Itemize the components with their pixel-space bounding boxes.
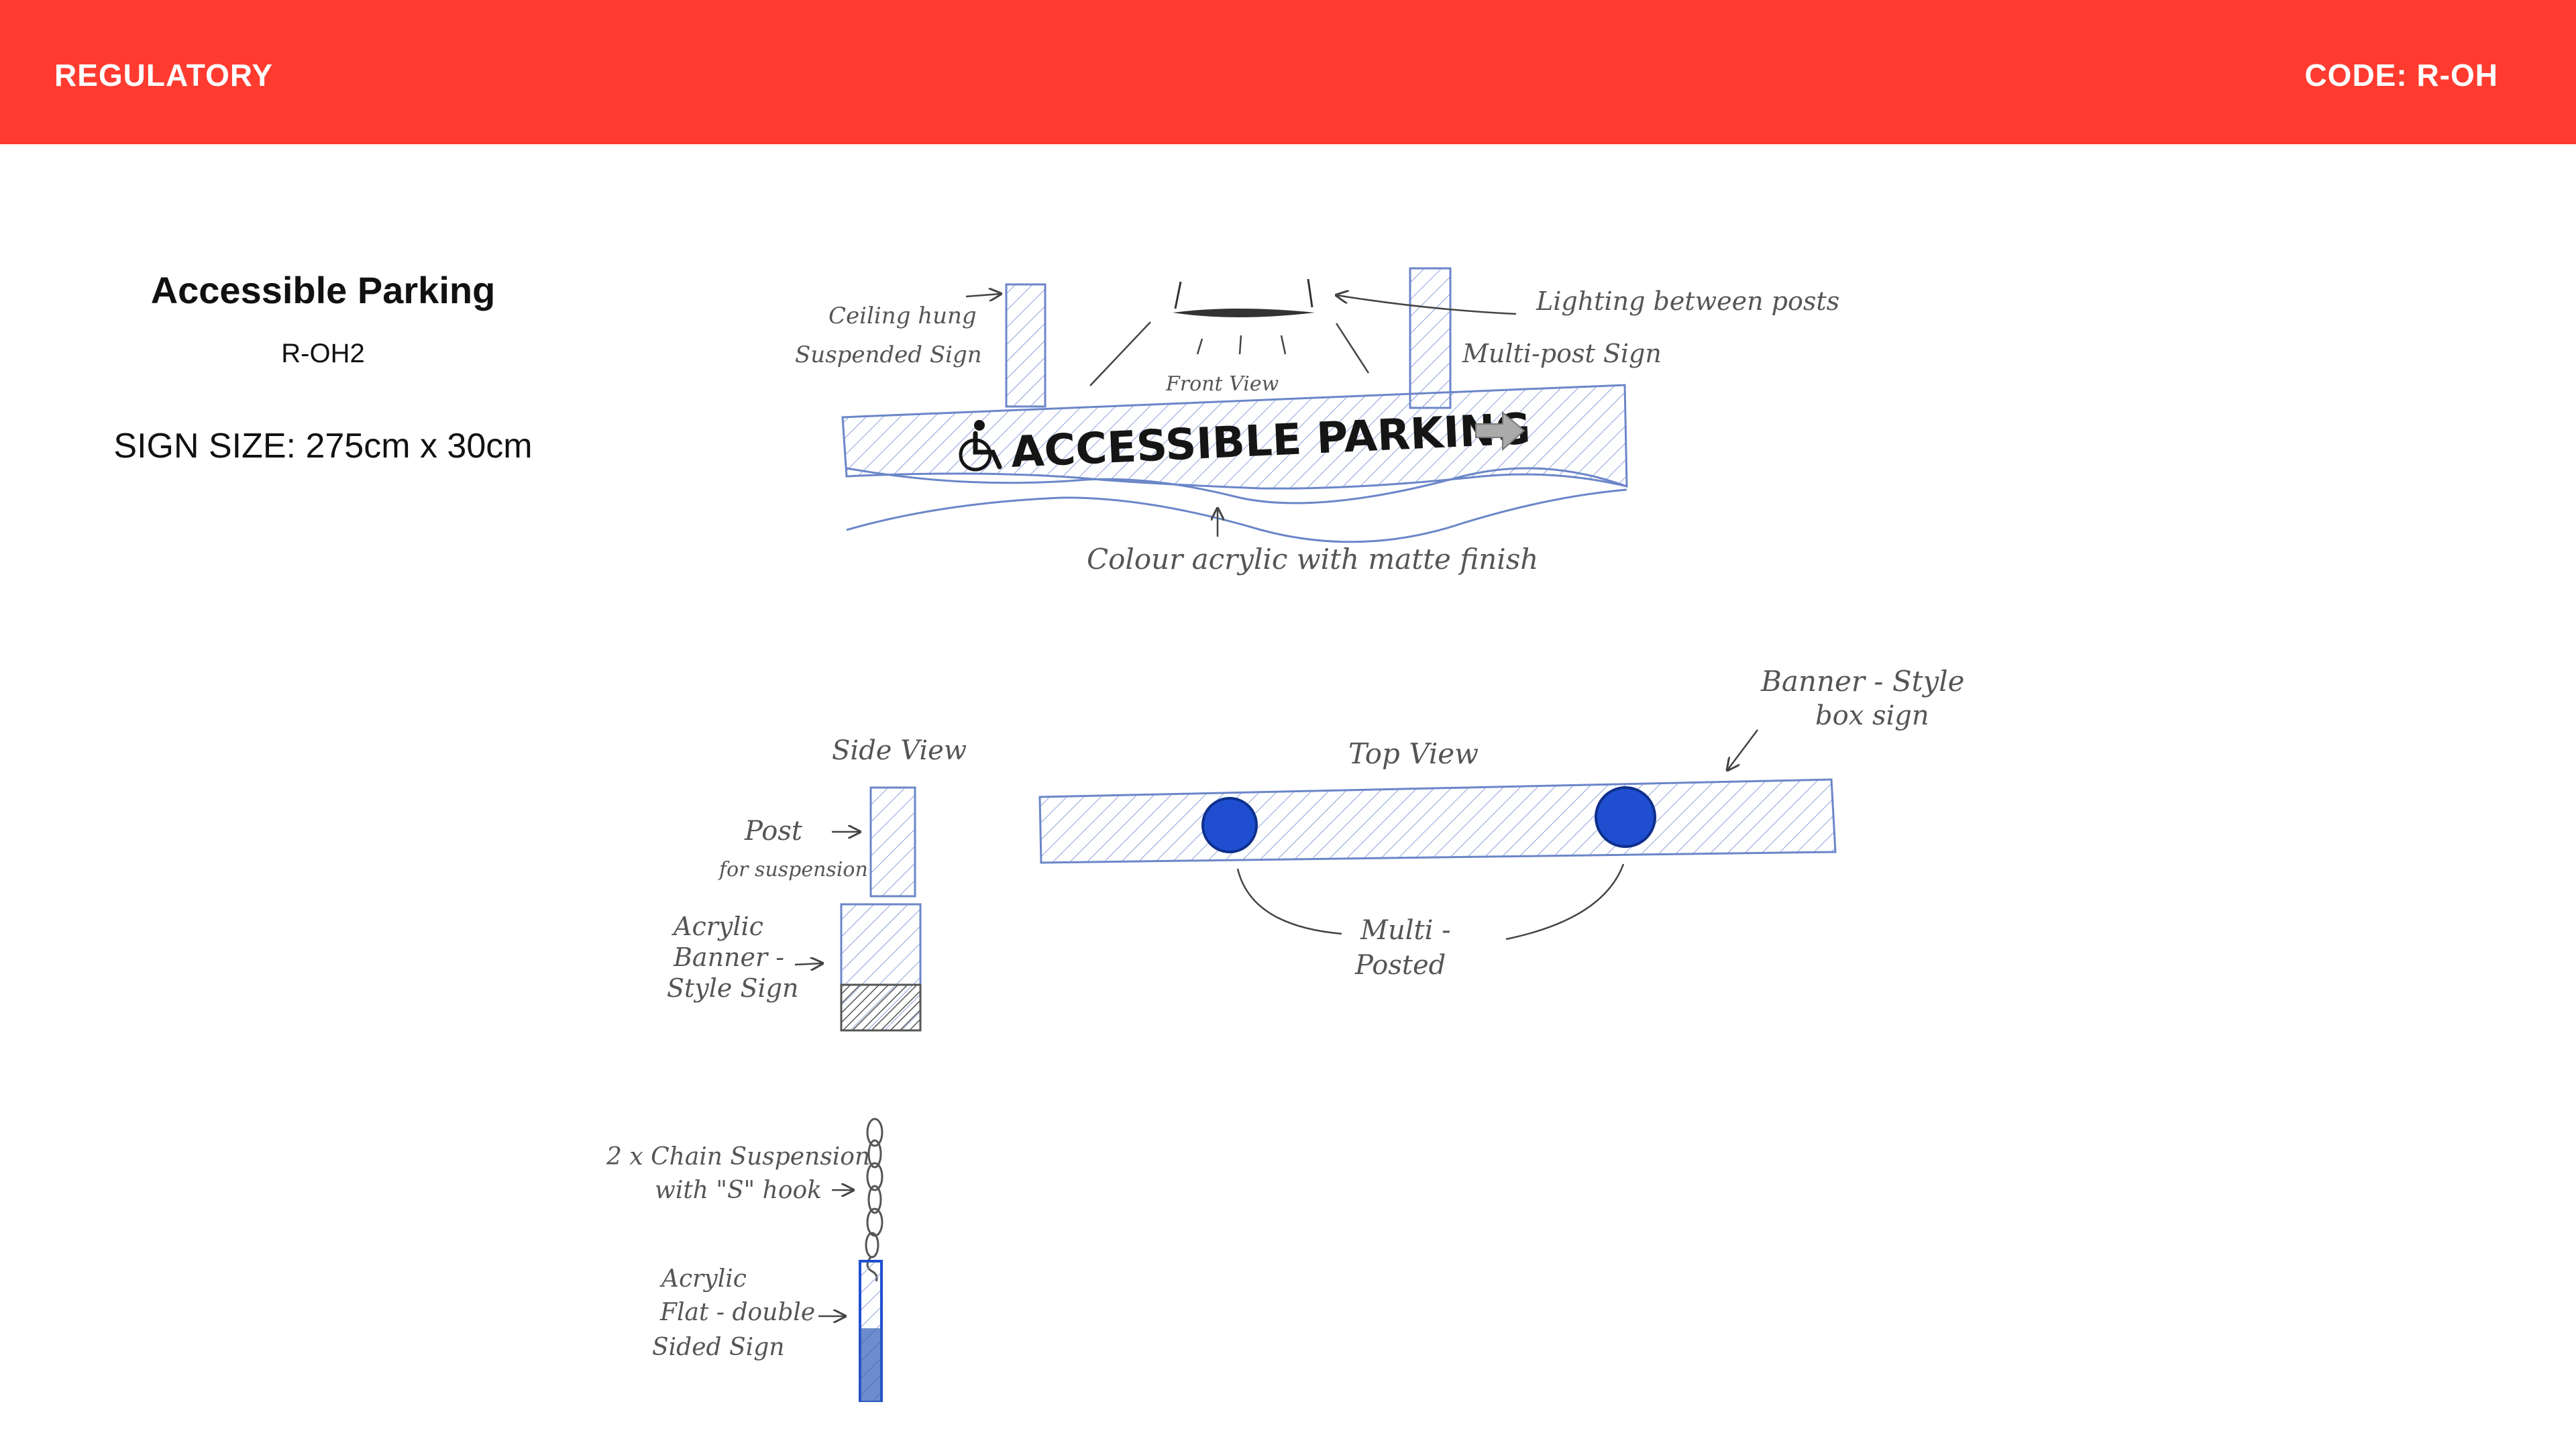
sign-id: R-OH2 bbox=[281, 339, 365, 368]
side-post bbox=[869, 786, 916, 898]
note-lighting: Lighting between posts bbox=[1536, 286, 1839, 316]
sign-code: CODE: R-OH bbox=[2304, 58, 2498, 93]
note-style-sign: Style Sign bbox=[667, 973, 798, 1003]
note-acrylic-finish: Colour acrylic with matte finish bbox=[1087, 543, 1538, 576]
note-sided-sign: Sided Sign bbox=[652, 1334, 784, 1361]
post-right-circle bbox=[1595, 786, 1656, 848]
side-view: Side View Post for suspension Acrylic Ba… bbox=[667, 735, 967, 1032]
top-view: Top View Banner - Style box sign Multi -… bbox=[1038, 665, 1965, 981]
right-post bbox=[1409, 267, 1452, 409]
post-left-circle bbox=[1201, 797, 1258, 853]
front-view: ACCESSIBLE PARKING Ceiling hung Suspende… bbox=[795, 267, 1839, 576]
header-bar: REGULATORY CODE: R-OH bbox=[0, 0, 2576, 144]
note-suspended-sign: Suspended Sign bbox=[795, 341, 982, 368]
arrow-right-icon bbox=[1475, 411, 1525, 451]
note-chain: 2 x Chain Suspension bbox=[606, 1143, 870, 1171]
top-banner bbox=[1038, 778, 1837, 864]
note-posted: Posted bbox=[1354, 950, 1446, 981]
note-s-hook: with "S" hook bbox=[655, 1177, 822, 1204]
category-label: REGULATORY bbox=[54, 58, 274, 93]
note-acrylic: Acrylic bbox=[672, 912, 763, 941]
wheelchair-icon bbox=[959, 420, 1002, 472]
sign-title: Accessible Parking bbox=[150, 269, 496, 311]
note-post: Post bbox=[744, 816, 803, 847]
note-flat-acrylic: Acrylic bbox=[659, 1265, 747, 1293]
note-ceiling-hung: Ceiling hung bbox=[828, 303, 977, 329]
sign-size: SIGN SIZE: 275cm x 30cm bbox=[113, 427, 533, 466]
note-multi: Multi - bbox=[1360, 915, 1451, 946]
side-banner-base bbox=[840, 983, 922, 1032]
note-banner-style: Banner - Style bbox=[1760, 665, 1965, 698]
banner-sign bbox=[841, 384, 1628, 490]
side-view-label: Side View bbox=[832, 735, 967, 766]
light-fixture bbox=[1173, 309, 1315, 317]
front-view-label: Front View bbox=[1165, 372, 1279, 396]
note-banner: Banner - bbox=[673, 943, 784, 972]
sketch-drawing: ACCESSIBLE PARKING Ceiling hung Suspende… bbox=[606, 267, 1965, 1402]
left-post bbox=[1005, 283, 1046, 408]
top-view-label: Top View bbox=[1348, 737, 1479, 770]
note-box-sign: box sign bbox=[1815, 700, 1929, 731]
note-flat-double: Flat - double bbox=[659, 1299, 815, 1326]
chain-view: 2 x Chain Suspension with "S" hook Acryl… bbox=[606, 1118, 883, 1402]
sign-info: Accessible Parking R-OH2 SIGN SIZE: 275c… bbox=[27, 268, 619, 466]
note-for-suspension: for suspension bbox=[718, 858, 868, 881]
note-multi-post: Multi-post Sign bbox=[1462, 339, 1662, 368]
